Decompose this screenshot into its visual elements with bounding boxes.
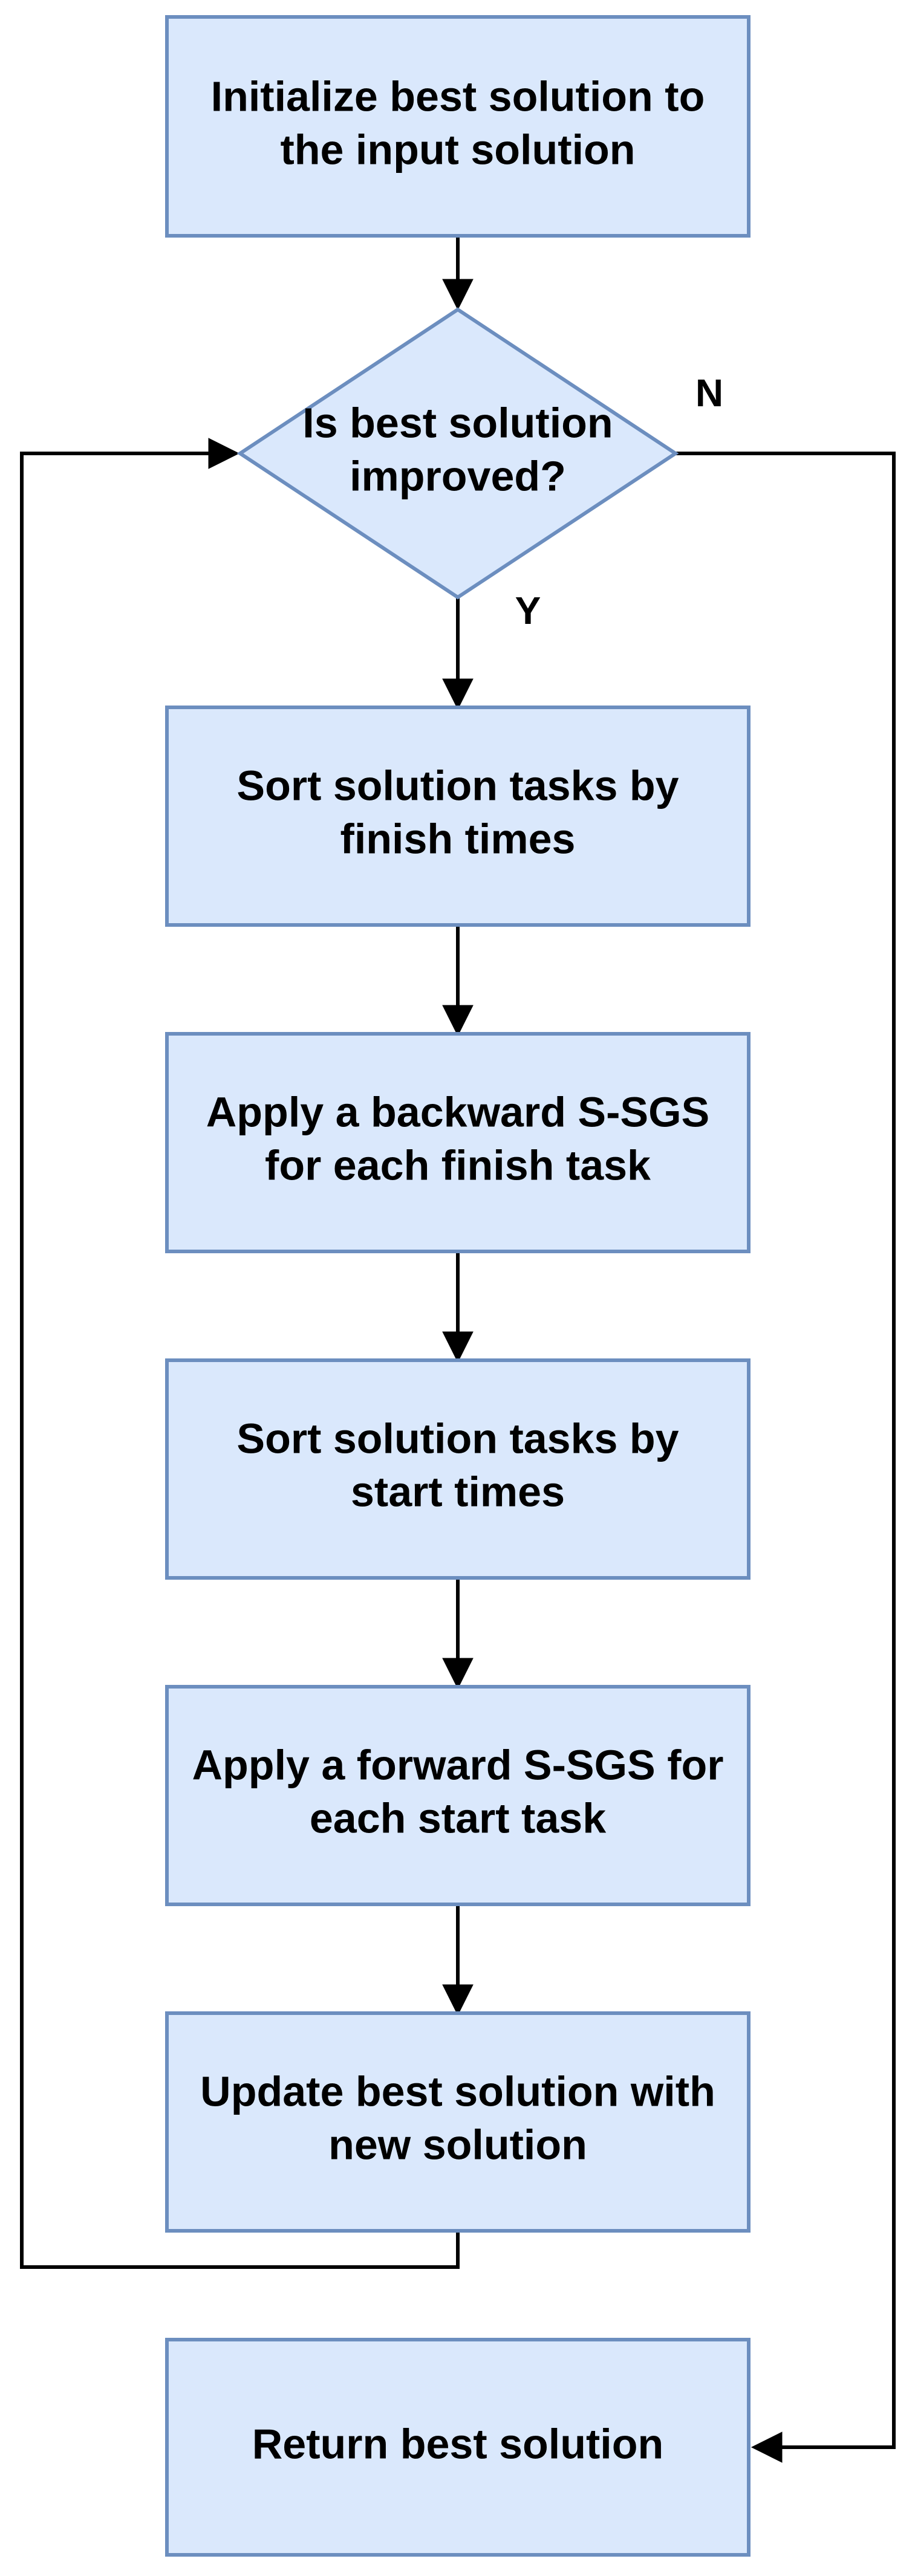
- decision-line-1: Is best solution: [302, 399, 613, 446]
- arrowhead-sort-start: [442, 1331, 474, 1363]
- forward-sgs-line-1: Apply a forward S-SGS for: [192, 1741, 724, 1788]
- connectors: [20, 236, 896, 2463]
- node-sort-start: Sort solution tasks by start times: [165, 1358, 751, 1580]
- sort-start-line-2: start times: [351, 1468, 565, 1515]
- arrowhead-forward: [442, 1658, 474, 1690]
- node-sort-finish: Sort solution tasks by finish times: [165, 706, 751, 927]
- backward-sgs-line-1: Apply a backward S-SGS: [206, 1088, 709, 1135]
- sort-finish-line-2: finish times: [340, 815, 576, 862]
- forward-sgs-line-2: each start task: [310, 1794, 606, 1841]
- arrowhead-update: [442, 1984, 474, 2016]
- forward-sgs-box: [165, 1685, 751, 1906]
- edge-label-no: N: [695, 371, 723, 415]
- sort-start-box: [165, 1358, 751, 1580]
- update-line-1: Update best solution with: [200, 2068, 715, 2115]
- node-forward-sgs: Apply a forward S-SGS for each start tas…: [165, 1685, 751, 1906]
- arrowhead-decision-top: [442, 279, 474, 311]
- sort-finish-line-1: Sort solution tasks by: [236, 762, 679, 809]
- decision-diamond: [236, 307, 679, 600]
- sort-start-line-1: Sort solution tasks by: [236, 1415, 679, 1462]
- initialize-line-2: the input solution: [280, 126, 635, 173]
- return-line-1: Return best solution: [252, 2420, 664, 2467]
- arrowhead-sort-finish: [442, 678, 474, 710]
- update-line-2: new solution: [328, 2121, 587, 2168]
- arrowhead-loop-back: [208, 438, 240, 469]
- node-decision: Is best solution improved?: [236, 307, 679, 600]
- edge-label-yes: Y: [515, 589, 541, 632]
- backward-sgs-box: [165, 1032, 751, 1253]
- node-update: Update best solution with new solution: [165, 2011, 751, 2233]
- connector-loop-back: [20, 452, 460, 2269]
- decision-line-2: improved?: [350, 452, 566, 499]
- arrowhead-backward: [442, 1005, 474, 1037]
- connector-no-to-return: [676, 452, 896, 2449]
- initialize-line-1: Initialize best solution to: [211, 73, 705, 120]
- node-initialize: Initialize best solution to the input so…: [165, 15, 751, 238]
- node-return: Return best solution: [165, 2338, 751, 2557]
- return-box: [165, 2338, 751, 2557]
- sort-finish-box: [165, 706, 751, 927]
- update-box: [165, 2011, 751, 2233]
- initialize-box: [165, 15, 751, 238]
- node-backward-sgs: Apply a backward S-SGS for each finish t…: [165, 1032, 751, 1253]
- backward-sgs-line-2: for each finish task: [265, 1141, 651, 1189]
- arrowhead-return: [751, 2432, 783, 2463]
